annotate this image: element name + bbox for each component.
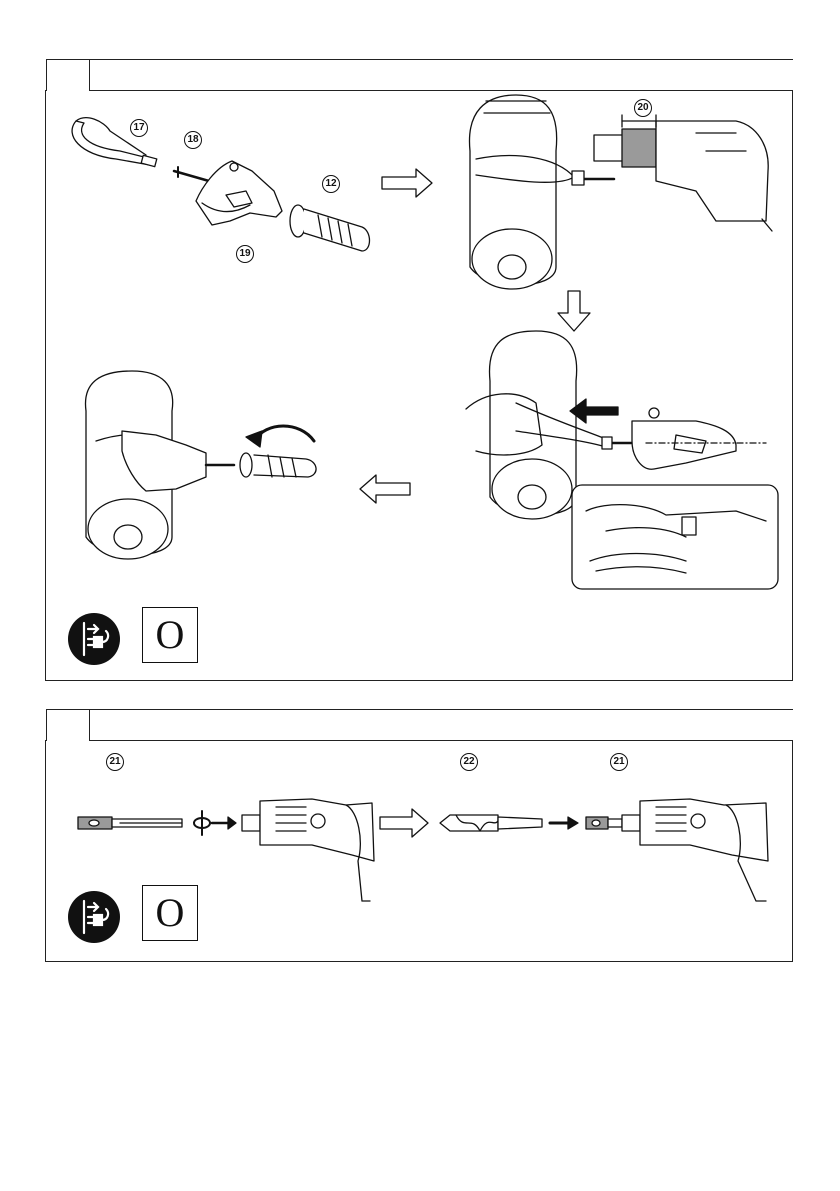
bracket-aligned [632,408,766,469]
hammer-chuck-left [242,799,374,901]
hammer-side-view [594,121,772,231]
step-arrow-left [360,475,410,503]
step-arrow-right [382,169,432,197]
callout-adapter-left: 21 [106,753,124,771]
callout-handle: 12 [322,175,340,193]
callout-strap: 17 [130,119,148,137]
collar-dimension [622,115,656,127]
o-mark: O [142,607,198,663]
callout-bolt: 18 [184,131,202,149]
handle-part [290,205,370,251]
callout-adapter-right: 21 [610,753,628,771]
drill-bit-part [440,815,542,831]
insert-rotate-symbol [194,811,236,835]
panel-tab [46,709,90,741]
step-arrow-right-bottom [380,809,428,837]
hammer-front-view-3 [85,371,234,559]
side-handle-illustration [46,91,794,682]
callout-bracket: 19 [236,245,254,263]
rotate-arrow [254,426,314,441]
panel-tab-line [90,59,793,60]
plug-icon [68,891,120,943]
callout-drill-bit: 22 [460,753,478,771]
unplug-icon [68,613,120,665]
plug-icon [68,613,120,665]
assembly-panel-drill-bit: 21 22 21 O [45,740,793,962]
detail-inset [572,485,778,589]
panel-tab-line [90,709,793,710]
panel-tab [46,59,90,91]
unplug-icon [68,891,120,943]
handle-screw-on [240,426,316,477]
step-arrow-down [558,291,590,331]
assembly-panel-side-handle: 17 18 19 12 20 O [45,90,793,681]
hammer-chuck-right [586,799,768,901]
push-arrow [570,399,618,423]
adapter-tool-left [78,817,182,829]
bracket-part [196,161,282,225]
callout-collar-length: 20 [634,99,652,117]
hammer-front-view-1 [469,95,614,289]
o-mark: O [142,885,198,941]
